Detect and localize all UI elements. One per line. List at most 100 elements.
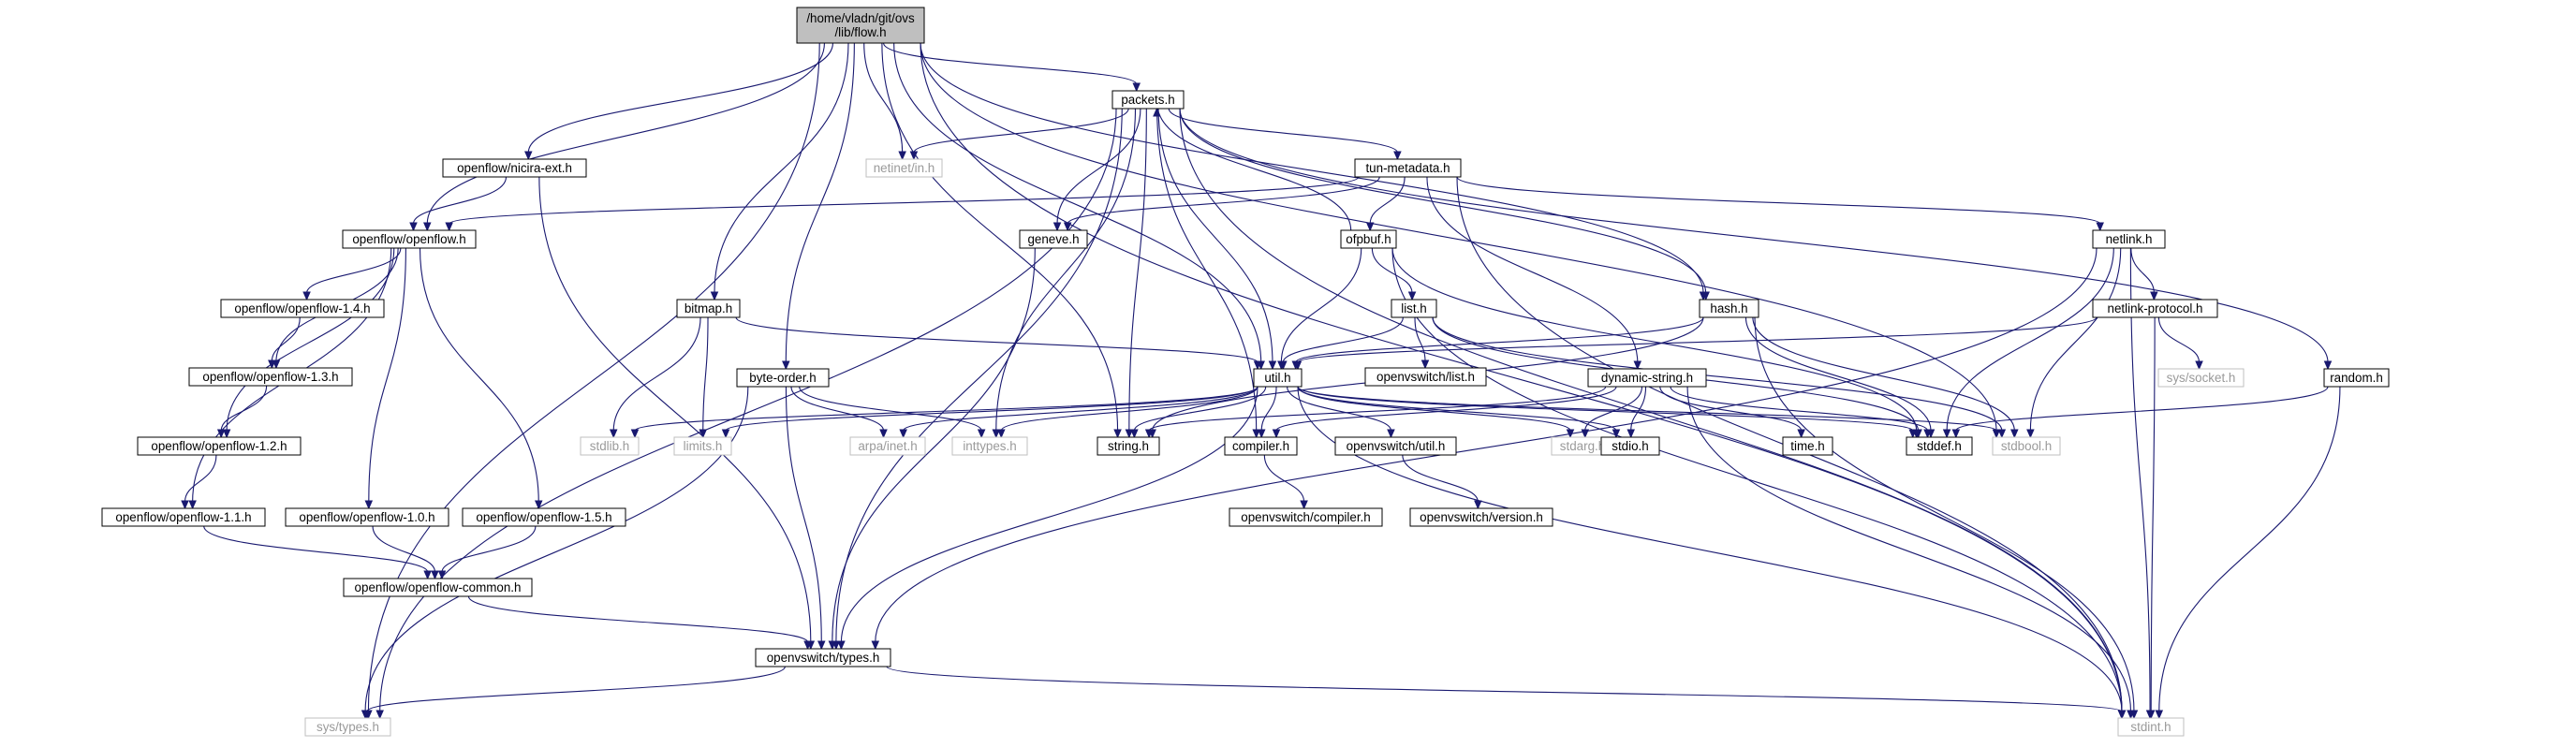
node-ovsversion[interactable]: openvswitch/version.h xyxy=(1409,507,1553,527)
node-label-time: time.h xyxy=(1790,439,1824,453)
node-box-stddef[interactable] xyxy=(1906,436,1973,456)
node-hash[interactable]: hash.h xyxy=(1699,299,1759,318)
arrowhead-dynstr-to-string xyxy=(1144,429,1154,439)
node-netinet: netinet/in.h xyxy=(865,158,943,178)
edge-root-to-string xyxy=(881,42,1119,432)
node-box-ovsutil[interactable] xyxy=(1334,436,1457,456)
arrowhead-dynstr-to-compiler xyxy=(1272,429,1281,439)
node-string[interactable]: string.h xyxy=(1097,436,1160,456)
node-stdio[interactable]: stdio.h xyxy=(1600,436,1660,456)
node-root[interactable]: /home/vladn/git/ovs/lib/flow.h xyxy=(796,7,925,44)
edge-util-to-compiler xyxy=(1260,386,1277,432)
node-stddef[interactable]: stddef.h xyxy=(1906,436,1973,456)
node-ofpbuf[interactable]: ofpbuf.h xyxy=(1340,229,1397,249)
node-openflow[interactable]: openflow/openflow.h xyxy=(342,229,477,249)
node-box-ovscompiler[interactable] xyxy=(1229,507,1383,527)
node-box-ofcommon[interactable] xyxy=(343,578,533,597)
node-ovstypes[interactable]: openvswitch/types.h xyxy=(755,648,891,667)
node-box-tunmeta[interactable] xyxy=(1354,158,1462,178)
arrowhead-random-to-stdint xyxy=(2155,710,2164,720)
node-box-random[interactable] xyxy=(2323,368,2390,388)
edge-root-to-byteorder xyxy=(785,42,855,363)
edge-list-to-stdbool xyxy=(1432,316,2003,432)
edge-packets-to-string xyxy=(1128,108,1147,432)
node-bitmap[interactable]: bitmap.h xyxy=(676,299,741,318)
node-of15[interactable]: openflow/openflow-1.5.h xyxy=(462,507,626,527)
node-box-list[interactable] xyxy=(1391,299,1437,318)
node-ofcommon[interactable]: openflow/openflow-common.h xyxy=(343,578,533,597)
node-of11[interactable]: openflow/openflow-1.1.h xyxy=(101,507,266,527)
node-box-of12[interactable] xyxy=(137,436,302,456)
node-time[interactable]: time.h xyxy=(1782,436,1833,456)
node-box-byteorder[interactable] xyxy=(736,368,830,388)
node-packets[interactable]: packets.h xyxy=(1111,90,1185,110)
node-box-bitmap[interactable] xyxy=(676,299,741,318)
node-netlink[interactable]: netlink.h xyxy=(2092,229,2166,249)
arrowhead-openflow-to-of14 xyxy=(302,291,311,301)
edge-byteorder-to-inttypes xyxy=(799,386,982,432)
edge-hash-to-stdbool xyxy=(1752,316,2015,432)
node-of13[interactable]: openflow/openflow-1.3.h xyxy=(188,367,353,387)
node-box-of10[interactable] xyxy=(285,507,449,527)
node-nicira[interactable]: openflow/nicira-ext.h xyxy=(442,158,587,178)
node-label-syssocket: sys/socket.h xyxy=(2167,371,2236,385)
node-box-ovsversion[interactable] xyxy=(1409,507,1553,527)
node-of14[interactable]: openflow/openflow-1.4.h xyxy=(220,299,385,318)
node-dynstr[interactable]: dynamic-string.h xyxy=(1587,368,1707,388)
node-box-openflow[interactable] xyxy=(342,229,477,249)
node-box-of15[interactable] xyxy=(462,507,626,527)
node-of10[interactable]: openflow/openflow-1.0.h xyxy=(285,507,449,527)
node-box-time[interactable] xyxy=(1782,436,1833,456)
arrowhead-openflow-to-of10 xyxy=(364,500,374,510)
node-box-netlink[interactable] xyxy=(2092,229,2166,249)
arrowhead-list-to-util xyxy=(1279,360,1288,371)
node-box-stdio[interactable] xyxy=(1600,436,1660,456)
node-label-list: list.h xyxy=(1401,301,1427,315)
node-box-ofpbuf[interactable] xyxy=(1340,229,1397,249)
arrowhead-openflow-to-of11 xyxy=(188,500,197,510)
node-ovsutil[interactable]: openvswitch/util.h xyxy=(1334,436,1457,456)
arrowhead-util-to-inttypes xyxy=(997,429,1006,439)
node-box-of11[interactable] xyxy=(101,507,266,527)
arrowhead-of13-to-of12 xyxy=(216,429,226,439)
node-nlproto[interactable]: netlink-protocol.h xyxy=(2092,299,2218,318)
node-util[interactable]: util.h xyxy=(1253,368,1303,388)
edge-hash-to-stddef xyxy=(1744,316,1932,432)
edge-of10-to-ofcommon xyxy=(372,525,436,573)
node-box-packets[interactable] xyxy=(1111,90,1185,110)
node-ovslist[interactable]: openvswitch/list.h xyxy=(1364,367,1487,387)
arrowhead-util-to-limits xyxy=(721,429,730,439)
node-box-hash[interactable] xyxy=(1699,299,1759,318)
node-random[interactable]: random.h xyxy=(2323,368,2390,388)
node-box-ovslist[interactable] xyxy=(1364,367,1487,387)
node-box-util[interactable] xyxy=(1253,368,1303,388)
node-of12[interactable]: openflow/openflow-1.2.h xyxy=(137,436,302,456)
node-box-of14[interactable] xyxy=(220,299,385,318)
node-box-ovstypes[interactable] xyxy=(755,648,891,667)
node-ovscompiler[interactable]: openvswitch/compiler.h xyxy=(1229,507,1383,527)
node-box-compiler[interactable] xyxy=(1224,436,1298,456)
node-label-of15: openflow/openflow-1.5.h xyxy=(476,510,611,524)
node-box-nlproto[interactable] xyxy=(2092,299,2218,318)
edge-tunmeta-to-openflow xyxy=(449,176,1360,225)
node-label-stdarg: stdarg.h xyxy=(1560,439,1605,453)
edge-root-to-packets xyxy=(883,42,1138,85)
node-box-dynstr[interactable] xyxy=(1587,368,1707,388)
arrowhead-ovsutil-to-ovsversion xyxy=(1474,500,1482,510)
node-geneve[interactable]: geneve.h xyxy=(1019,229,1088,249)
node-list[interactable]: list.h xyxy=(1391,299,1437,318)
node-tunmeta[interactable]: tun-metadata.h xyxy=(1354,158,1462,178)
node-compiler[interactable]: compiler.h xyxy=(1224,436,1298,456)
node-box-stdint xyxy=(2117,717,2185,737)
node-label-compiler: compiler.h xyxy=(1232,439,1289,453)
node-inttypes: inttypes.h xyxy=(951,436,1028,456)
node-box-string[interactable] xyxy=(1097,436,1160,456)
edge-nicira-to-ovstypes xyxy=(538,176,812,643)
node-box-geneve[interactable] xyxy=(1019,229,1088,249)
node-byteorder[interactable]: byte-order.h xyxy=(736,368,830,388)
edge-byteorder-to-ovstypes xyxy=(785,386,822,643)
node-box-of13[interactable] xyxy=(188,367,353,387)
node-box-root[interactable] xyxy=(796,7,925,44)
node-box-nicira[interactable] xyxy=(442,158,587,178)
